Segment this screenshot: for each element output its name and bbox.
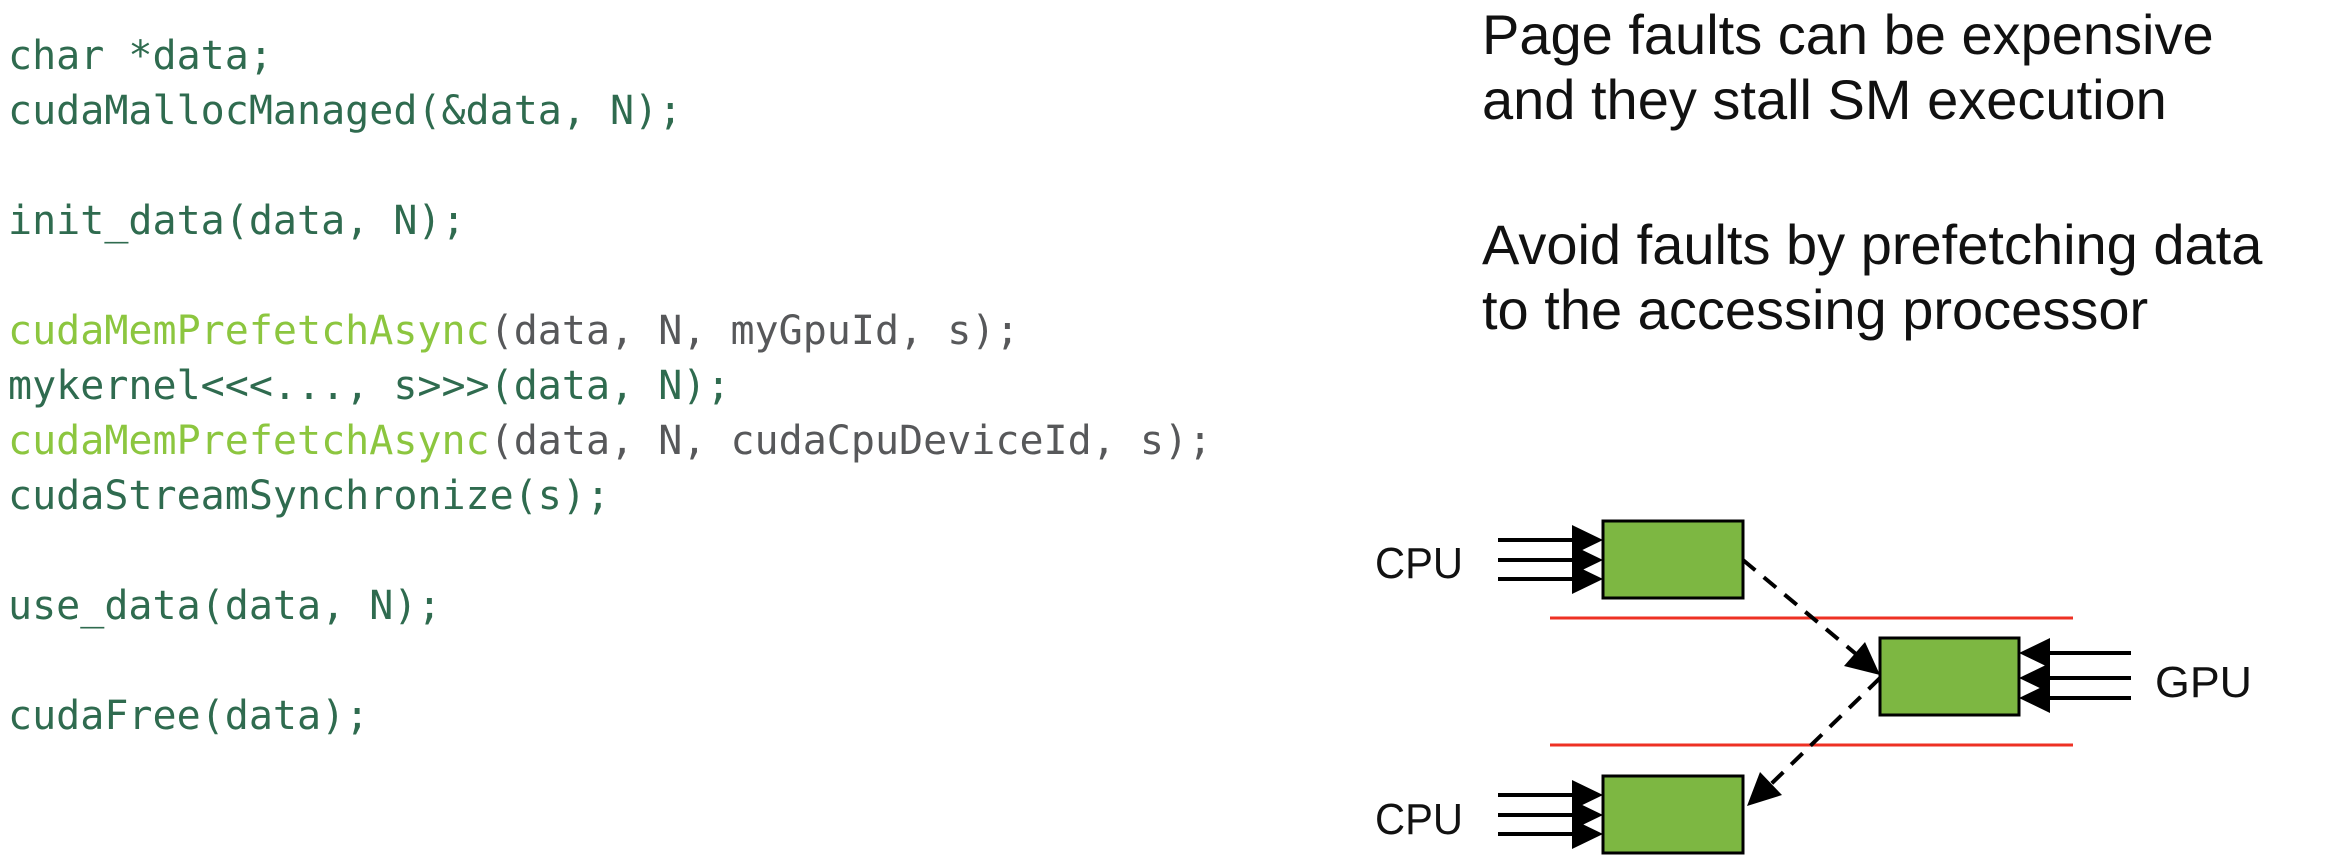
code-arguments: (data, N, cudaCpuDeviceId, s); <box>489 418 1213 464</box>
code-text: init_data(data, N); <box>8 198 466 244</box>
code-line: cudaMemPrefetchAsync(data, N, myGpuId, s… <box>8 304 1212 359</box>
code-line: mykernel<<<..., s>>>(data, N); <box>8 359 1212 414</box>
code-text: use_data(data, N); <box>8 583 442 629</box>
code-line: cudaMallocManaged(&data, N); <box>8 84 1212 139</box>
code-block: char *data; cudaMallocManaged(&data, N);… <box>8 29 1212 744</box>
code-line-blank <box>8 524 1212 579</box>
code-line: use_data(data, N); <box>8 579 1212 634</box>
arrow-head-icon <box>1572 819 1603 849</box>
arrow-head-icon <box>1572 545 1603 575</box>
prefetch-to-gpu-arrow-icon <box>1741 558 1880 675</box>
arrow-head-icon <box>2019 663 2050 693</box>
dashed-line <box>1765 676 1882 790</box>
prefetch-to-cpu-arrow-icon <box>1747 676 1882 806</box>
code-line: init_data(data, N); <box>8 194 1212 249</box>
cpu-top-label: CPU <box>1375 539 1463 588</box>
gpu-arrows-icon <box>2019 638 2131 713</box>
cpu-bottom-arrows-icon <box>1498 780 1603 849</box>
code-line: cudaStreamSynchronize(s); <box>8 469 1212 524</box>
note-line: to the accessing processor <box>1482 278 2149 341</box>
prefetch-diagram: CPU GPU CPU <box>1375 519 2252 855</box>
code-line: cudaFree(data); <box>8 689 1212 744</box>
arrow-head-icon <box>1572 564 1603 594</box>
arrow-head-icon <box>1844 642 1880 675</box>
code-text: mykernel<<<..., s>>>(data, N); <box>8 363 731 409</box>
arrow-head-icon <box>1572 525 1603 555</box>
arrow-head-icon <box>1572 780 1603 810</box>
code-text: cudaFree(data); <box>8 693 370 739</box>
code-text: cudaMallocManaged(&data, N); <box>8 88 683 134</box>
cpu-bottom-page-box <box>1601 774 1745 855</box>
code-function-name: cudaMemPrefetchAsync <box>8 308 490 354</box>
cpu-bottom-label: CPU <box>1375 795 1463 844</box>
code-arguments: (data, N, myGpuId, s); <box>489 308 1020 354</box>
code-text: cudaStreamSynchronize(s); <box>8 473 611 519</box>
code-line-blank <box>8 139 1212 194</box>
code-line-blank <box>8 249 1212 304</box>
note-line: Avoid faults by prefetching data <box>1482 213 2263 276</box>
code-function-name: cudaMemPrefetchAsync <box>8 418 490 464</box>
code-line-blank <box>8 634 1212 689</box>
gpu-page-box <box>1878 636 2021 717</box>
note-line: and they stall SM execution <box>1482 68 2167 131</box>
arrow-head-icon <box>2019 638 2050 668</box>
code-line: cudaMemPrefetchAsync(data, N, cudaCpuDev… <box>8 414 1212 469</box>
code-line: char *data; <box>8 29 1212 84</box>
cpu-top-arrows-icon <box>1498 525 1603 594</box>
dashed-line <box>1741 558 1858 656</box>
code-text: char *data; <box>8 33 273 79</box>
arrow-head-icon <box>1572 800 1603 830</box>
note-line: Page faults can be expensive <box>1482 3 2214 66</box>
arrow-head-icon <box>1747 772 1782 806</box>
gpu-label: GPU <box>2155 658 2252 707</box>
arrow-head-icon <box>2019 683 2050 713</box>
cpu-top-page-box <box>1601 519 1745 600</box>
